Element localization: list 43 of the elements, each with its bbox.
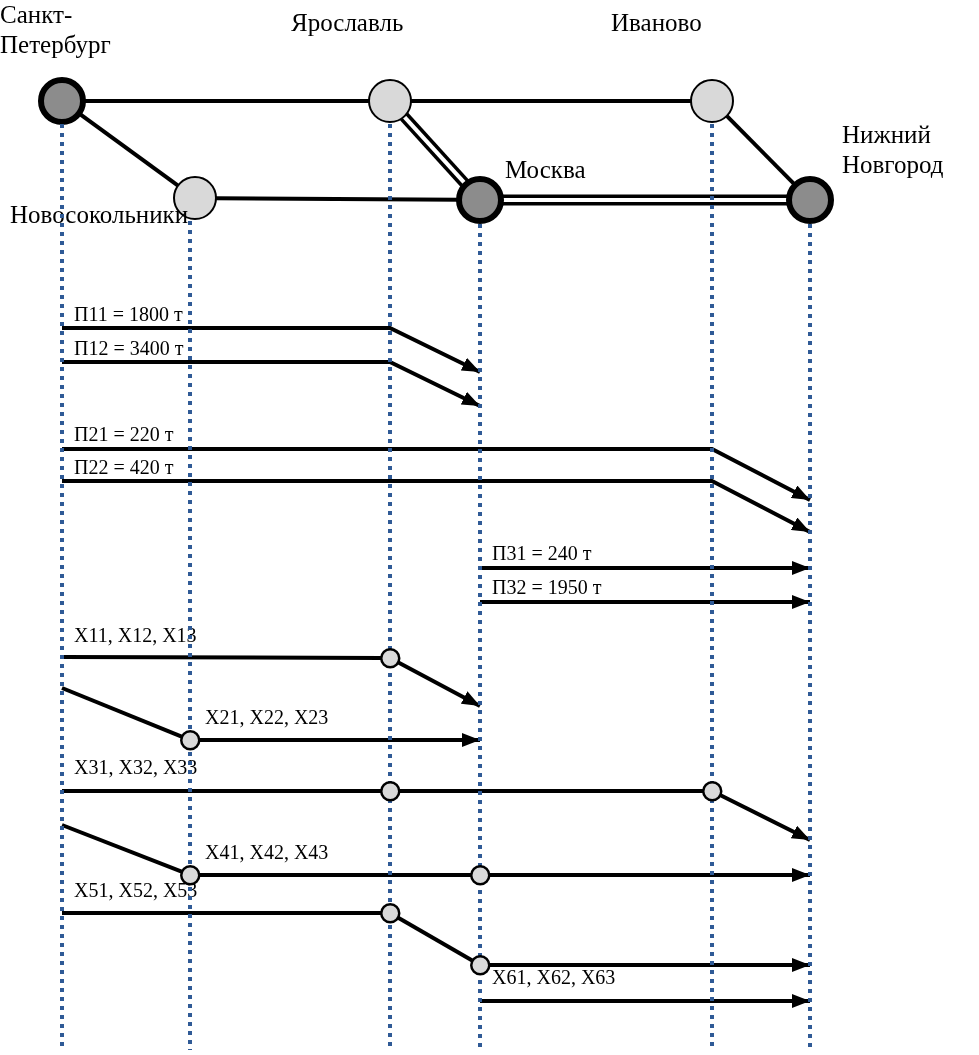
arrow bbox=[489, 958, 810, 972]
city-name: Ярославль bbox=[291, 8, 404, 38]
arrow bbox=[62, 447, 811, 502]
arrow bbox=[480, 994, 810, 1008]
arrow bbox=[199, 733, 480, 747]
connector-line bbox=[62, 911, 381, 915]
arrow bbox=[719, 793, 811, 842]
city-name: Санкт-Петербург bbox=[0, 0, 112, 60]
arrow bbox=[489, 868, 810, 882]
edge-label: П22 = 420 т bbox=[72, 457, 176, 477]
edge-label: X11, X12, X13 bbox=[72, 625, 199, 645]
connector-line bbox=[396, 915, 474, 963]
edge-label: X21, X22, X23 bbox=[203, 707, 331, 727]
arrow bbox=[62, 479, 811, 534]
city-name: Москва bbox=[505, 155, 586, 185]
connector-line bbox=[62, 789, 381, 793]
arrow bbox=[480, 595, 810, 609]
arrow bbox=[62, 360, 481, 408]
arrow bbox=[480, 561, 810, 575]
edge-label: X31, X32, X33 bbox=[72, 757, 200, 777]
connector-line bbox=[216, 196, 459, 202]
connector-line bbox=[62, 655, 381, 660]
double-line bbox=[400, 112, 470, 189]
edge-label: П11 = 1800 т bbox=[72, 304, 185, 324]
connector-line bbox=[725, 114, 797, 187]
edge-label: П12 = 3400 т bbox=[72, 338, 186, 358]
connector-line bbox=[77, 111, 180, 188]
connector-line bbox=[199, 873, 471, 877]
city-name: Новосокольники bbox=[10, 200, 189, 230]
connector-line bbox=[411, 99, 691, 103]
connector-line bbox=[83, 99, 369, 103]
connector-line bbox=[61, 823, 183, 874]
edge-label: П31 = 240 т bbox=[490, 543, 594, 563]
edge-label: X61, X62, X63 bbox=[490, 967, 618, 987]
edge-label: П32 = 1950 т bbox=[490, 577, 604, 597]
edge-label: X41, X42, X43 bbox=[203, 842, 331, 862]
arrow bbox=[62, 326, 481, 374]
city-name: Иваново bbox=[611, 8, 702, 38]
connector-line bbox=[399, 789, 703, 793]
connector-line bbox=[61, 686, 183, 739]
city-name: Нижний Новгород bbox=[842, 120, 945, 180]
arrow bbox=[397, 660, 481, 708]
edge-label: П21 = 220 т bbox=[72, 424, 176, 444]
